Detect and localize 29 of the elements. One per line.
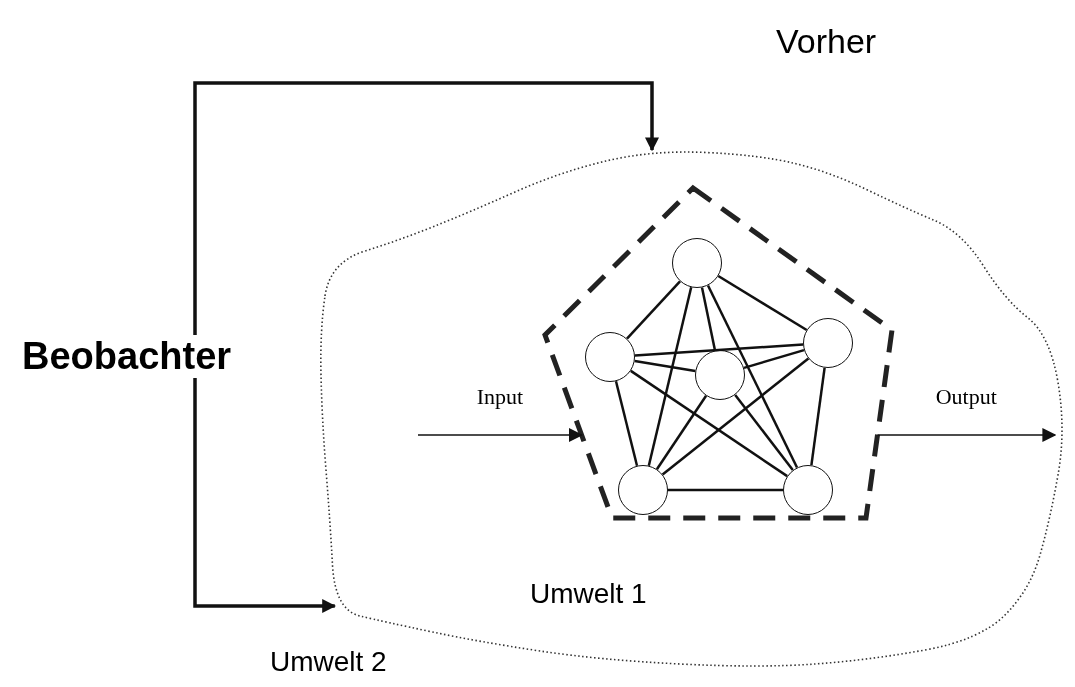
connection-line (614, 381, 639, 466)
connection-line (661, 357, 810, 476)
diagram-label: Umwelt 2 (270, 648, 387, 676)
connection-line (700, 287, 717, 351)
connection-line (706, 284, 799, 469)
environment-label: Umwelt 1 (530, 580, 647, 608)
network-node (803, 318, 853, 368)
connection-line (630, 369, 788, 478)
connection-line (647, 287, 693, 466)
network-node (585, 332, 635, 382)
connection-line (655, 395, 708, 470)
connection-line (743, 348, 805, 370)
observer-label: Beobachter (22, 335, 232, 378)
arrow (193, 81, 659, 335)
arrow (876, 428, 1057, 442)
network-node (618, 465, 668, 515)
connection-line (634, 343, 804, 357)
connection-line (634, 359, 696, 373)
arrow (193, 378, 337, 613)
connection-line (668, 488, 783, 492)
connection-line (626, 280, 681, 340)
diagram-label: Vorher (776, 24, 877, 58)
connection-line (810, 367, 826, 466)
connection-line (734, 394, 794, 471)
connection-line (717, 274, 808, 332)
network-node (672, 238, 722, 288)
network-node (695, 350, 745, 400)
arrow (417, 428, 583, 442)
network-node (783, 465, 833, 515)
